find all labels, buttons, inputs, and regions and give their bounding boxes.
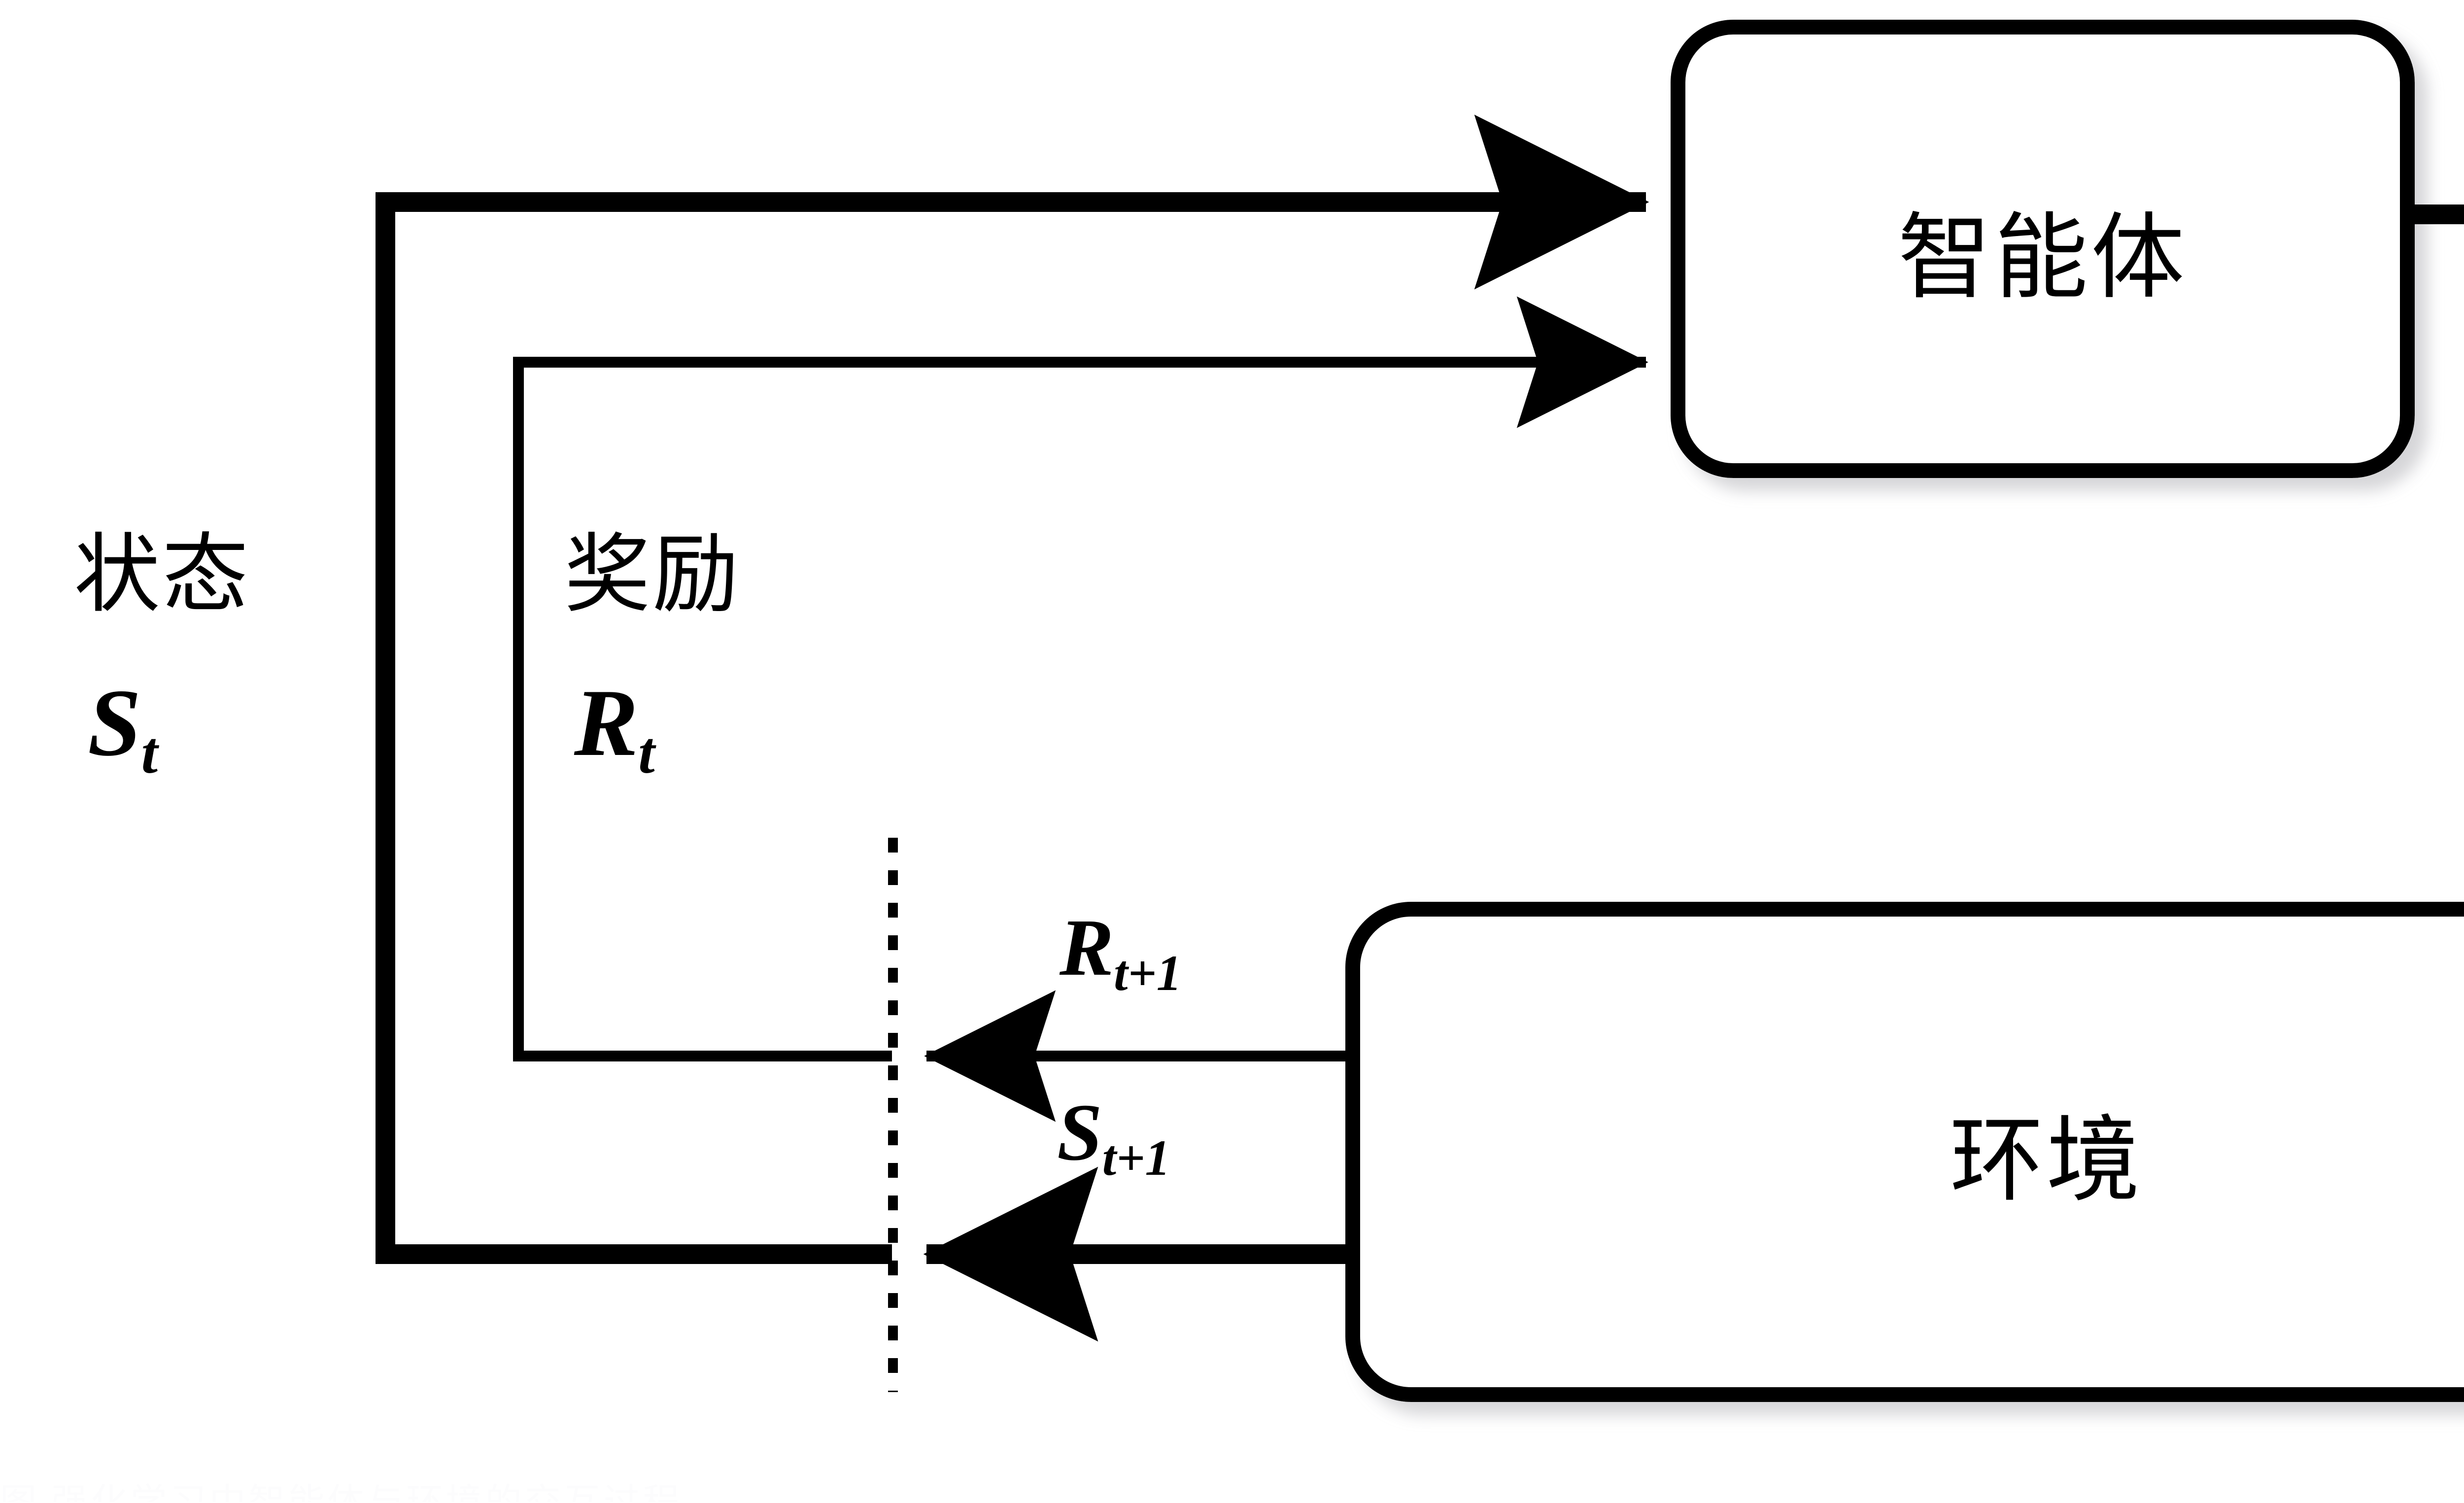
- reward-label-symbol: Rt: [574, 675, 655, 783]
- agent-box-label: 智能体: [1897, 206, 2188, 310]
- state-next-subscript: t+1: [1102, 1130, 1170, 1186]
- reward-feedback-edge: [513, 296, 1648, 1061]
- reward-next-subscript: t+1: [1114, 945, 1182, 1001]
- reward-symbol-subscript: t: [638, 720, 655, 786]
- reward-label-word: 奖励: [564, 527, 741, 623]
- state-next-base: S: [1057, 1087, 1102, 1177]
- state-next-edge-label: St+1: [1057, 1092, 1170, 1183]
- figure-caption: 图 强化学习中智能体与环境的交互过程: [0, 1472, 1725, 1502]
- state-symbol-subscript: t: [141, 720, 158, 786]
- state-symbol-base: S: [88, 670, 141, 776]
- state-feedback-edge: [376, 114, 1649, 1264]
- agent-box[interactable]: [1671, 20, 2415, 478]
- state-label-word: 状态: [74, 527, 250, 623]
- reward-next-edge-label: Rt+1: [1060, 907, 1182, 998]
- reward-next-base: R: [1060, 902, 1114, 992]
- environment-box-label: 环境: [1950, 1110, 2143, 1213]
- state-label-symbol: St: [88, 675, 158, 783]
- reward-symbol-base: R: [574, 670, 639, 776]
- environment-box[interactable]: [1345, 902, 2464, 1402]
